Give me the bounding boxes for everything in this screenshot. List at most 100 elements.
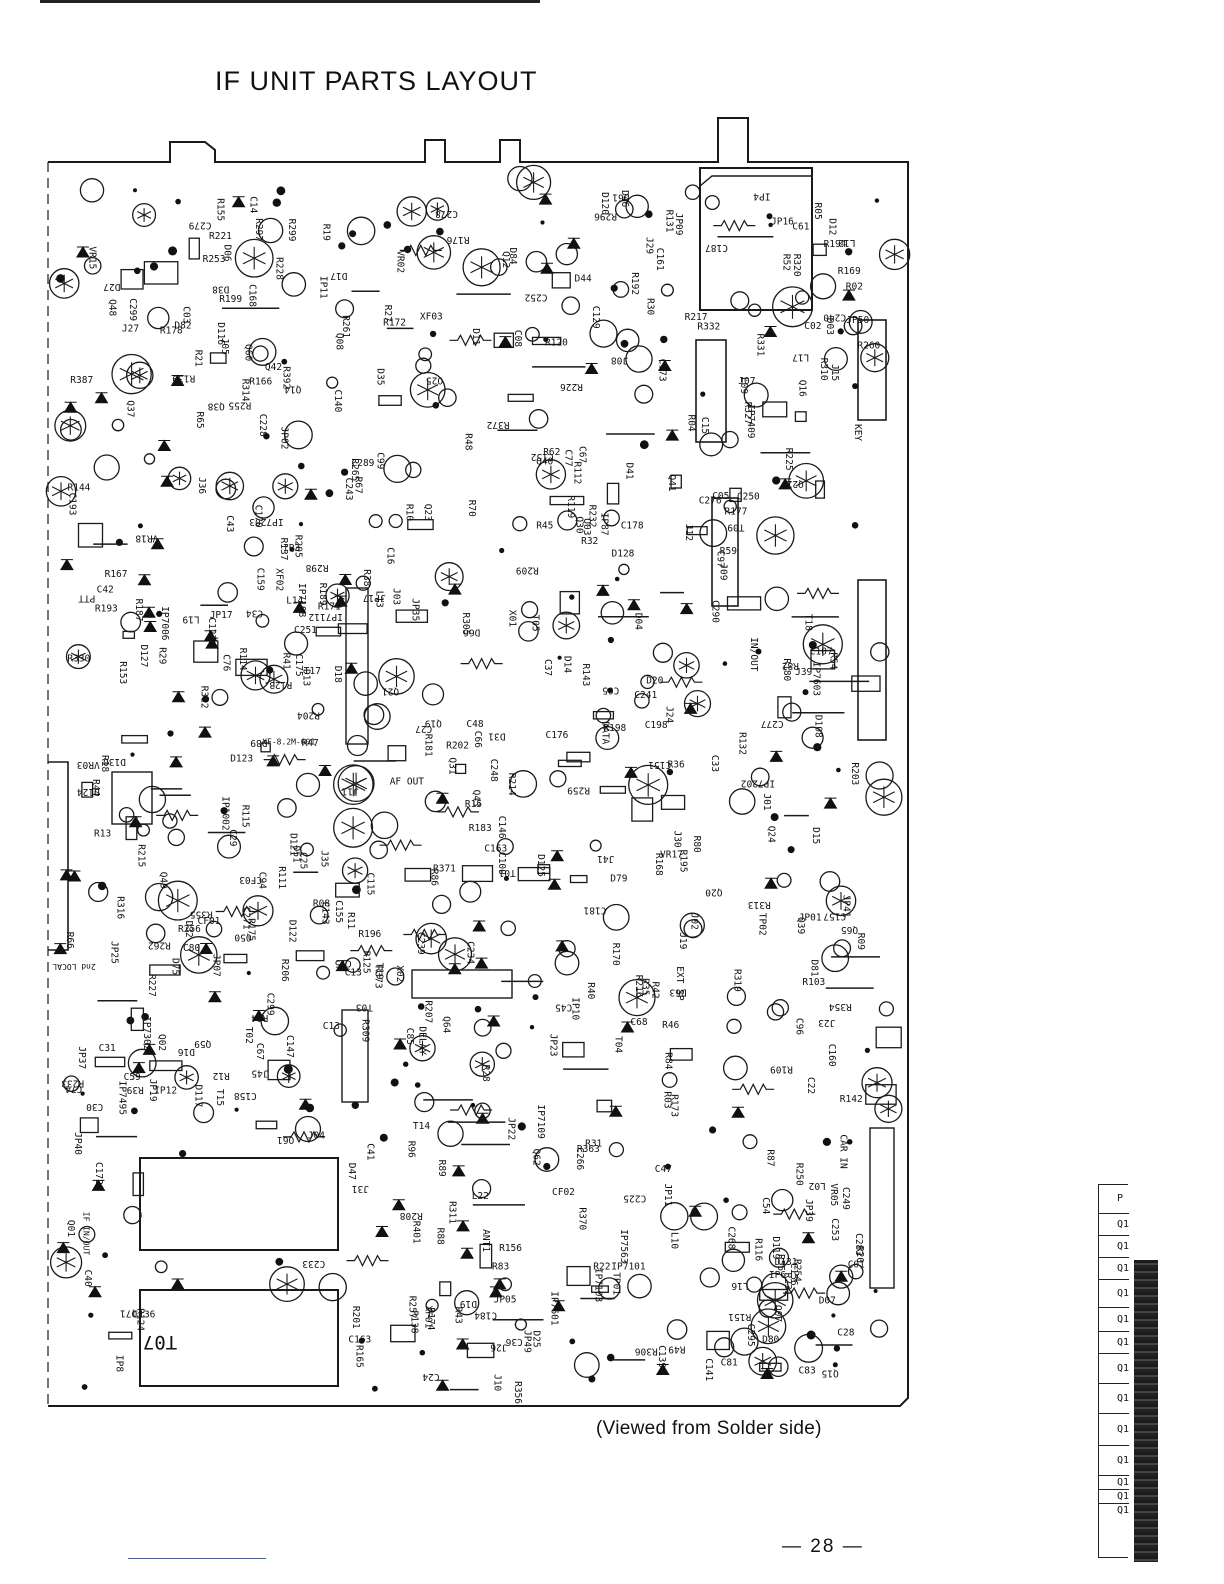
diode-symbol	[59, 868, 74, 881]
component-label: R261	[340, 315, 351, 338]
diode-symbol	[53, 942, 68, 955]
diode-symbol	[435, 1379, 450, 1391]
component-label: D07	[819, 1296, 836, 1307]
component-label: R195	[678, 850, 689, 873]
diode-symbol	[60, 558, 74, 571]
component-label: D66	[463, 627, 480, 638]
component-label: D127	[138, 645, 149, 668]
component-pad	[363, 703, 391, 730]
component-pad	[561, 296, 581, 316]
solder-dot	[766, 213, 773, 220]
component-label: 2nd LOCAL	[52, 962, 96, 971]
component-pad	[661, 1072, 678, 1088]
component-pad	[723, 499, 737, 514]
component-pad	[281, 272, 307, 297]
component-pad	[730, 291, 750, 311]
solder-dot	[338, 242, 346, 250]
trimmer-outline	[750, 1308, 787, 1345]
component-label: Q38	[207, 401, 224, 412]
trimmer-outline	[409, 1034, 436, 1062]
component-label: C279	[188, 220, 211, 231]
component-pad	[722, 1055, 748, 1081]
component-label: R305	[460, 613, 471, 636]
trimmer-mark	[440, 568, 458, 585]
component-pad	[595, 725, 620, 751]
trimmer-mark	[70, 649, 86, 664]
component-label: R319	[731, 969, 742, 992]
binding-strip	[1134, 1260, 1158, 1562]
component-pad	[123, 1205, 142, 1225]
diode-symbol	[655, 1363, 670, 1375]
component-label: R180	[781, 658, 792, 681]
component-label: R111	[276, 866, 287, 889]
diode-symbol	[391, 1198, 406, 1211]
component-label: C248	[488, 759, 499, 782]
component-label: JP09	[673, 213, 684, 236]
component-label: C77	[563, 449, 574, 466]
component-label: Q12	[500, 251, 511, 268]
solder-dot	[864, 1047, 871, 1053]
component-label: D04	[632, 613, 643, 630]
board-outline	[48, 117, 909, 1407]
component-outline	[566, 751, 591, 763]
component-outline	[606, 482, 620, 505]
trimmer-outline	[756, 1281, 794, 1319]
solder-dot	[417, 1003, 425, 1010]
diode-symbol	[538, 193, 553, 205]
trimmer-outline	[242, 895, 274, 927]
component-label: IP7601	[549, 1291, 560, 1326]
resistor-symbol	[713, 219, 756, 232]
solder-dot	[372, 1385, 378, 1392]
component-label: Q20	[705, 886, 722, 897]
component-pad	[843, 316, 863, 336]
component-label: R67	[352, 477, 363, 494]
component-label: Q37	[125, 400, 136, 417]
component-pad	[243, 536, 264, 557]
component-label: D12	[826, 218, 837, 235]
component-outline	[255, 1120, 278, 1130]
table-cell: Q1	[1099, 1383, 1129, 1413]
component-label: R82	[782, 660, 799, 671]
component-pad	[520, 601, 539, 619]
trimmer-outline	[825, 885, 857, 917]
trimmer-outline	[756, 516, 795, 555]
trimmer-mark	[795, 470, 817, 492]
resistor-symbol	[379, 838, 422, 852]
component-pad	[554, 950, 580, 976]
component-label: C147	[284, 1035, 295, 1058]
component-label: IP7203	[249, 516, 283, 527]
solder-dot	[660, 335, 668, 344]
component-outline	[295, 950, 325, 962]
component-label: JP17	[363, 592, 386, 603]
component-label: Q03	[581, 518, 592, 535]
component-pad	[730, 1327, 759, 1356]
component-label: D06	[221, 245, 232, 262]
trimmer-mark	[56, 1253, 76, 1272]
component-pad	[437, 1120, 464, 1147]
component-label: C94	[257, 872, 268, 889]
component-pad	[615, 328, 640, 353]
component-outline	[122, 630, 136, 639]
component-pad	[255, 613, 270, 628]
component-pad	[217, 582, 239, 603]
component-outline	[517, 866, 551, 882]
component-label: R189	[317, 583, 328, 606]
component-label: R123	[269, 679, 292, 690]
component-pad	[509, 770, 538, 798]
component-pad	[438, 388, 457, 408]
component-label: R181	[422, 734, 433, 757]
component-pad	[819, 871, 841, 892]
component-outline	[549, 495, 585, 506]
table-cell: Q1	[1099, 1331, 1129, 1353]
diode-symbol	[375, 1225, 389, 1237]
component-label: C175	[293, 654, 304, 677]
component-label: R87	[764, 1149, 775, 1166]
trimmer-mark	[421, 929, 441, 948]
component-label: R299	[286, 219, 297, 242]
component-label: VR02	[395, 250, 406, 273]
solder-dot	[390, 1078, 399, 1087]
component-pad	[63, 1075, 80, 1093]
component-label: C277	[761, 718, 784, 729]
